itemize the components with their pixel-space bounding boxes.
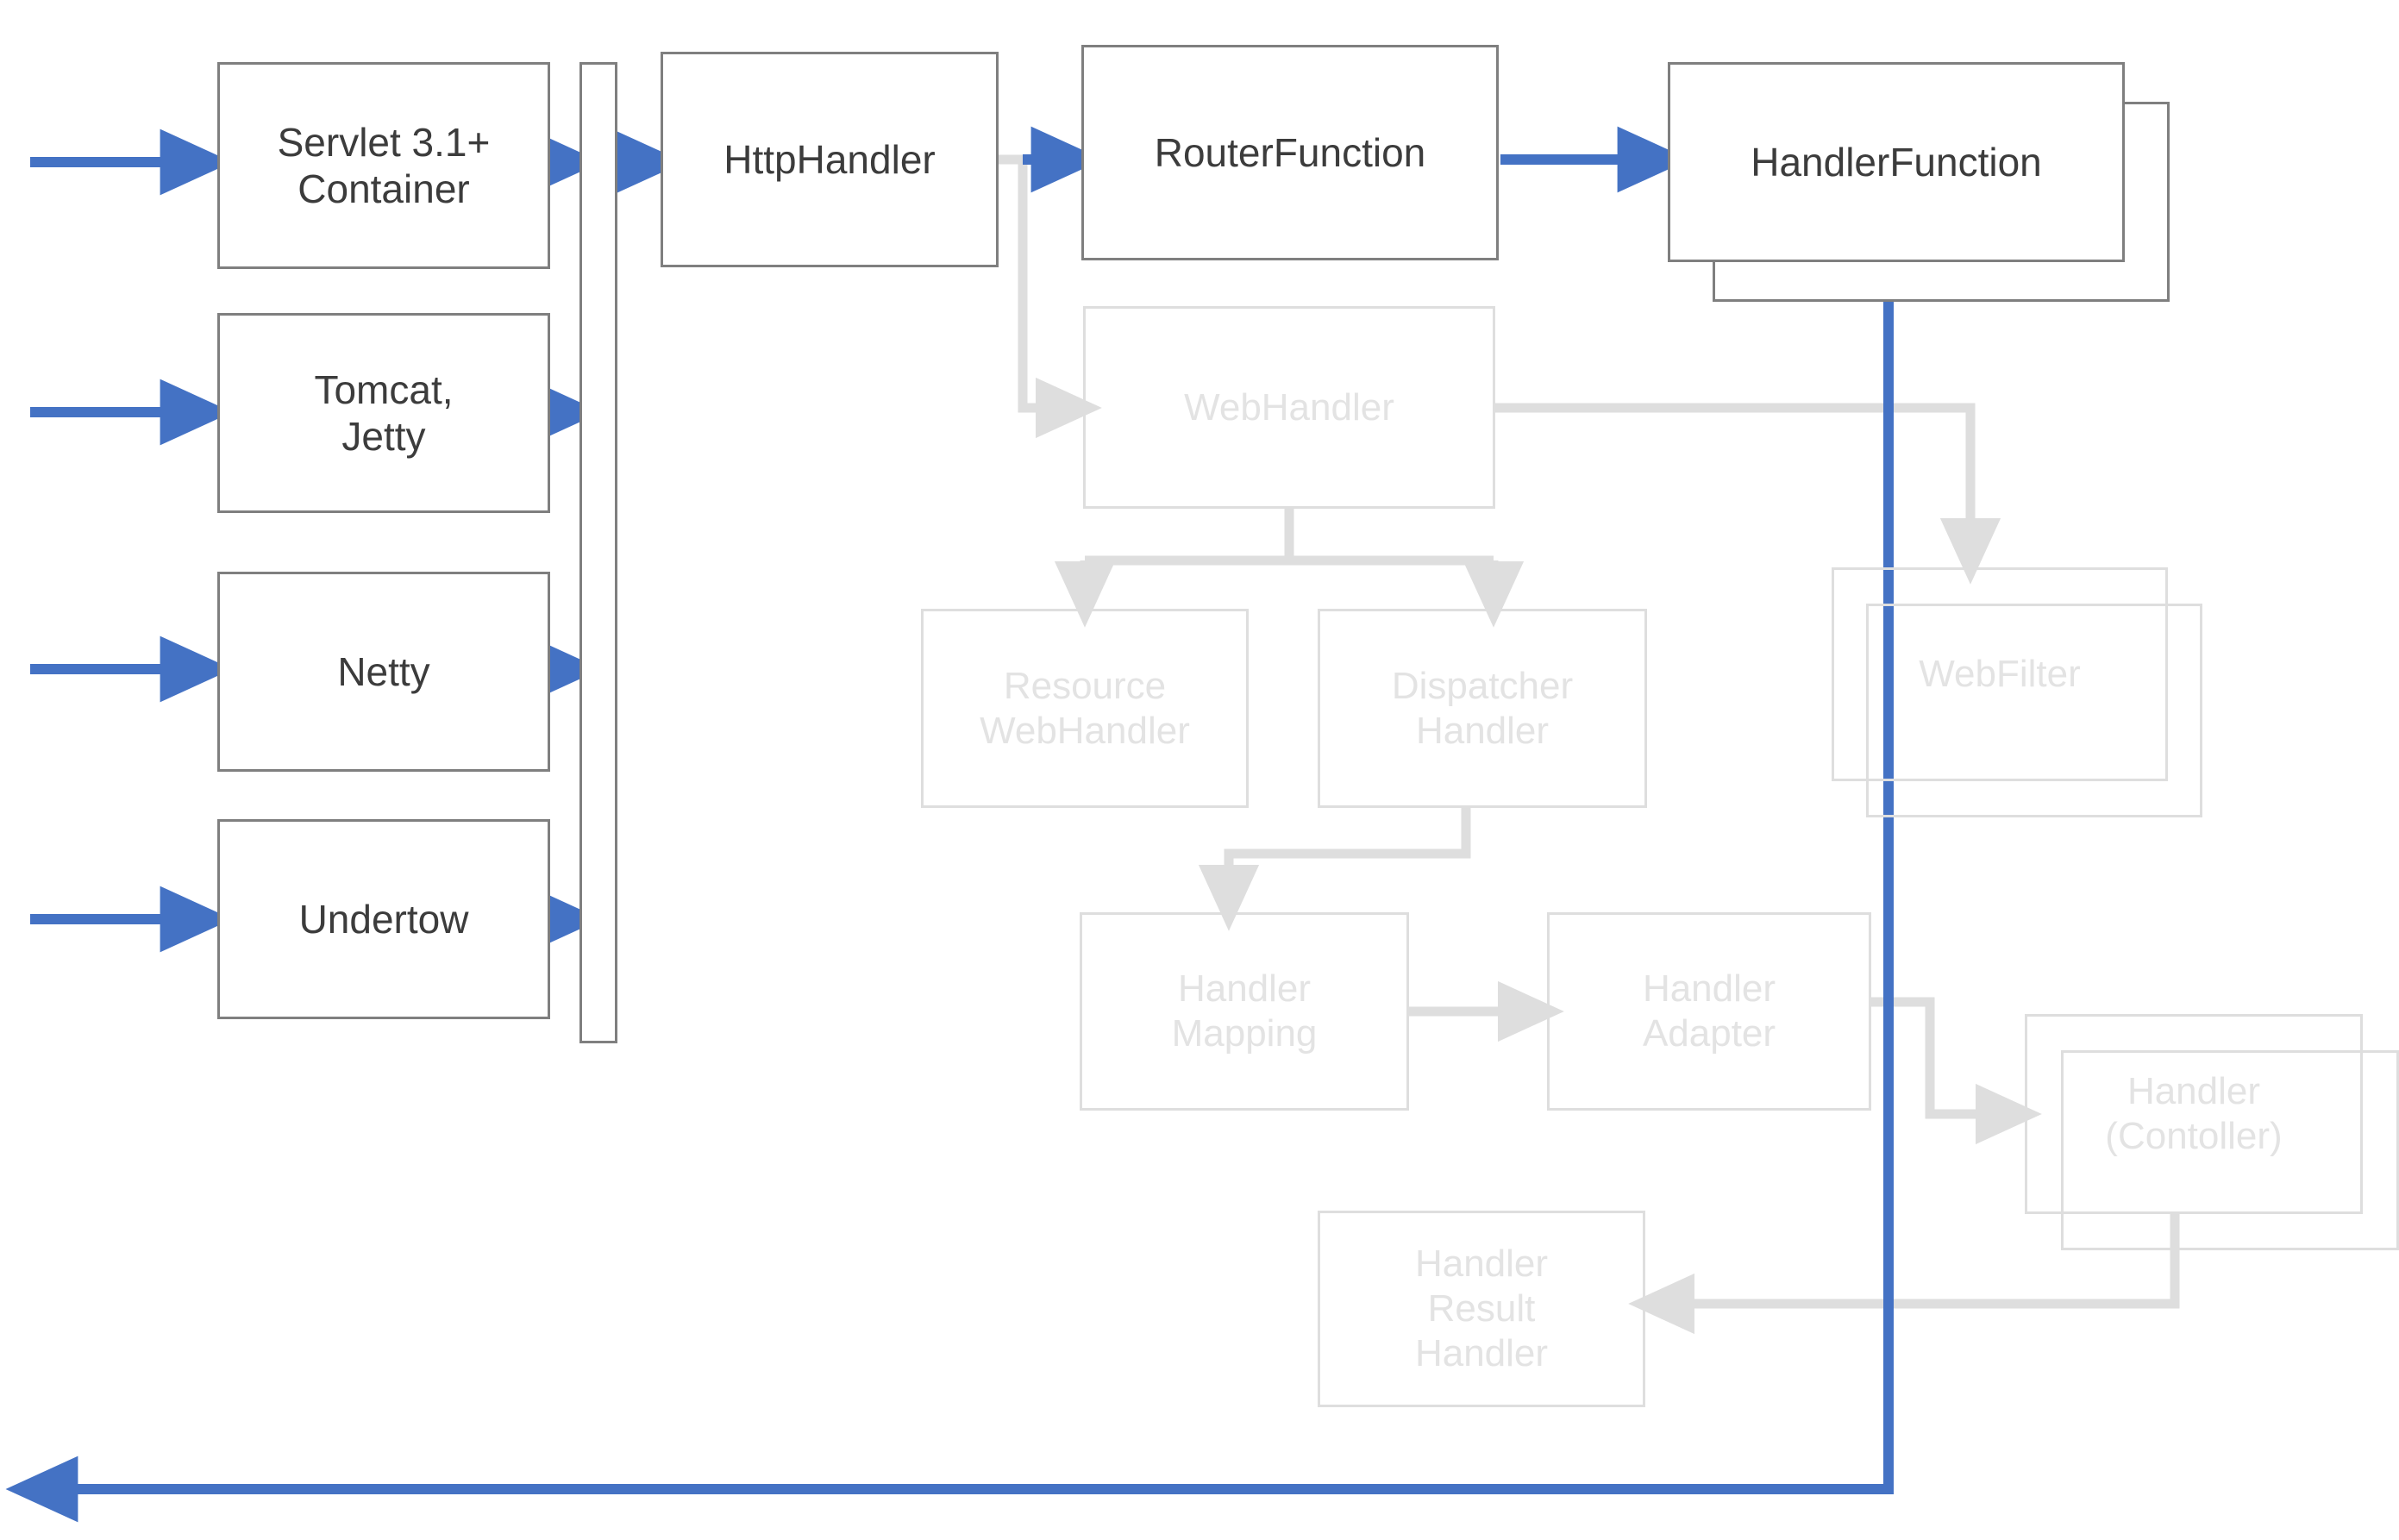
node-label-servlet-container: Servlet 3.1+ Container [277,119,491,211]
node-web-handler[interactable]: WebHandler [1083,306,1495,509]
handler-controller-stack-back [2061,1050,2399,1250]
node-resource-web-handler[interactable]: Resource WebHandler [921,609,1249,808]
node-handler-adapter[interactable]: Handler Adapter [1547,912,1871,1111]
node-label-router-function: RouterFunction [1154,129,1426,175]
node-label-tomcat-jetty: Tomcat, Jetty [314,366,454,459]
node-router-function[interactable]: RouterFunction [1081,45,1499,260]
node-tomcat-jetty[interactable]: Tomcat, Jetty [217,313,550,513]
node-label-handler-result-handler: Handler Result Handler [1414,1243,1549,1374]
node-http-handler[interactable]: HttpHandler [661,52,999,267]
node-web-filter[interactable]: WebFilter [1832,567,2168,781]
node-handler-result-handler[interactable]: Handler Result Handler [1318,1211,1645,1407]
node-server-adapter-bar [579,62,617,1043]
node-label-handler-mapping: Handler Mapping [1171,967,1318,1055]
node-label-dispatcher-handler: Dispatcher Handler [1391,664,1574,752]
edge-web-handler-to-web-filter [1495,403,2001,585]
node-handler-mapping[interactable]: Handler Mapping [1080,912,1409,1111]
node-label-web-handler: WebHandler [1184,385,1394,429]
edge-http-handler-to-web-handler [999,154,1102,439]
node-dispatcher-handler[interactable]: Dispatcher Handler [1318,609,1647,808]
node-label-handler-function: HandlerFunction [1751,139,2042,185]
node-label-resource-web-handler: Resource WebHandler [980,664,1190,752]
node-label-web-filter: WebFilter [1919,653,2081,696]
edge-dispatcher-handler-to-handler-mapping [1198,808,1471,931]
node-label-handler-adapter: Handler Adapter [1642,967,1776,1055]
node-undertow[interactable]: Undertow [217,819,550,1019]
node-handler-controller[interactable]: Handler (Contoller) [2025,1014,2363,1214]
node-netty[interactable]: Netty [217,572,550,772]
edge-handler-adapter-to-handler-controller [1871,997,2042,1145]
node-label-http-handler: HttpHandler [723,136,936,182]
node-label-netty: Netty [337,648,430,694]
node-label-undertow: Undertow [298,896,469,942]
node-handler-function[interactable]: HandlerFunction [1668,62,2125,262]
node-servlet-container[interactable]: Servlet 3.1+ Container [217,62,550,269]
node-label-handler-controller: Handler (Contoller) [2105,1070,2283,1157]
